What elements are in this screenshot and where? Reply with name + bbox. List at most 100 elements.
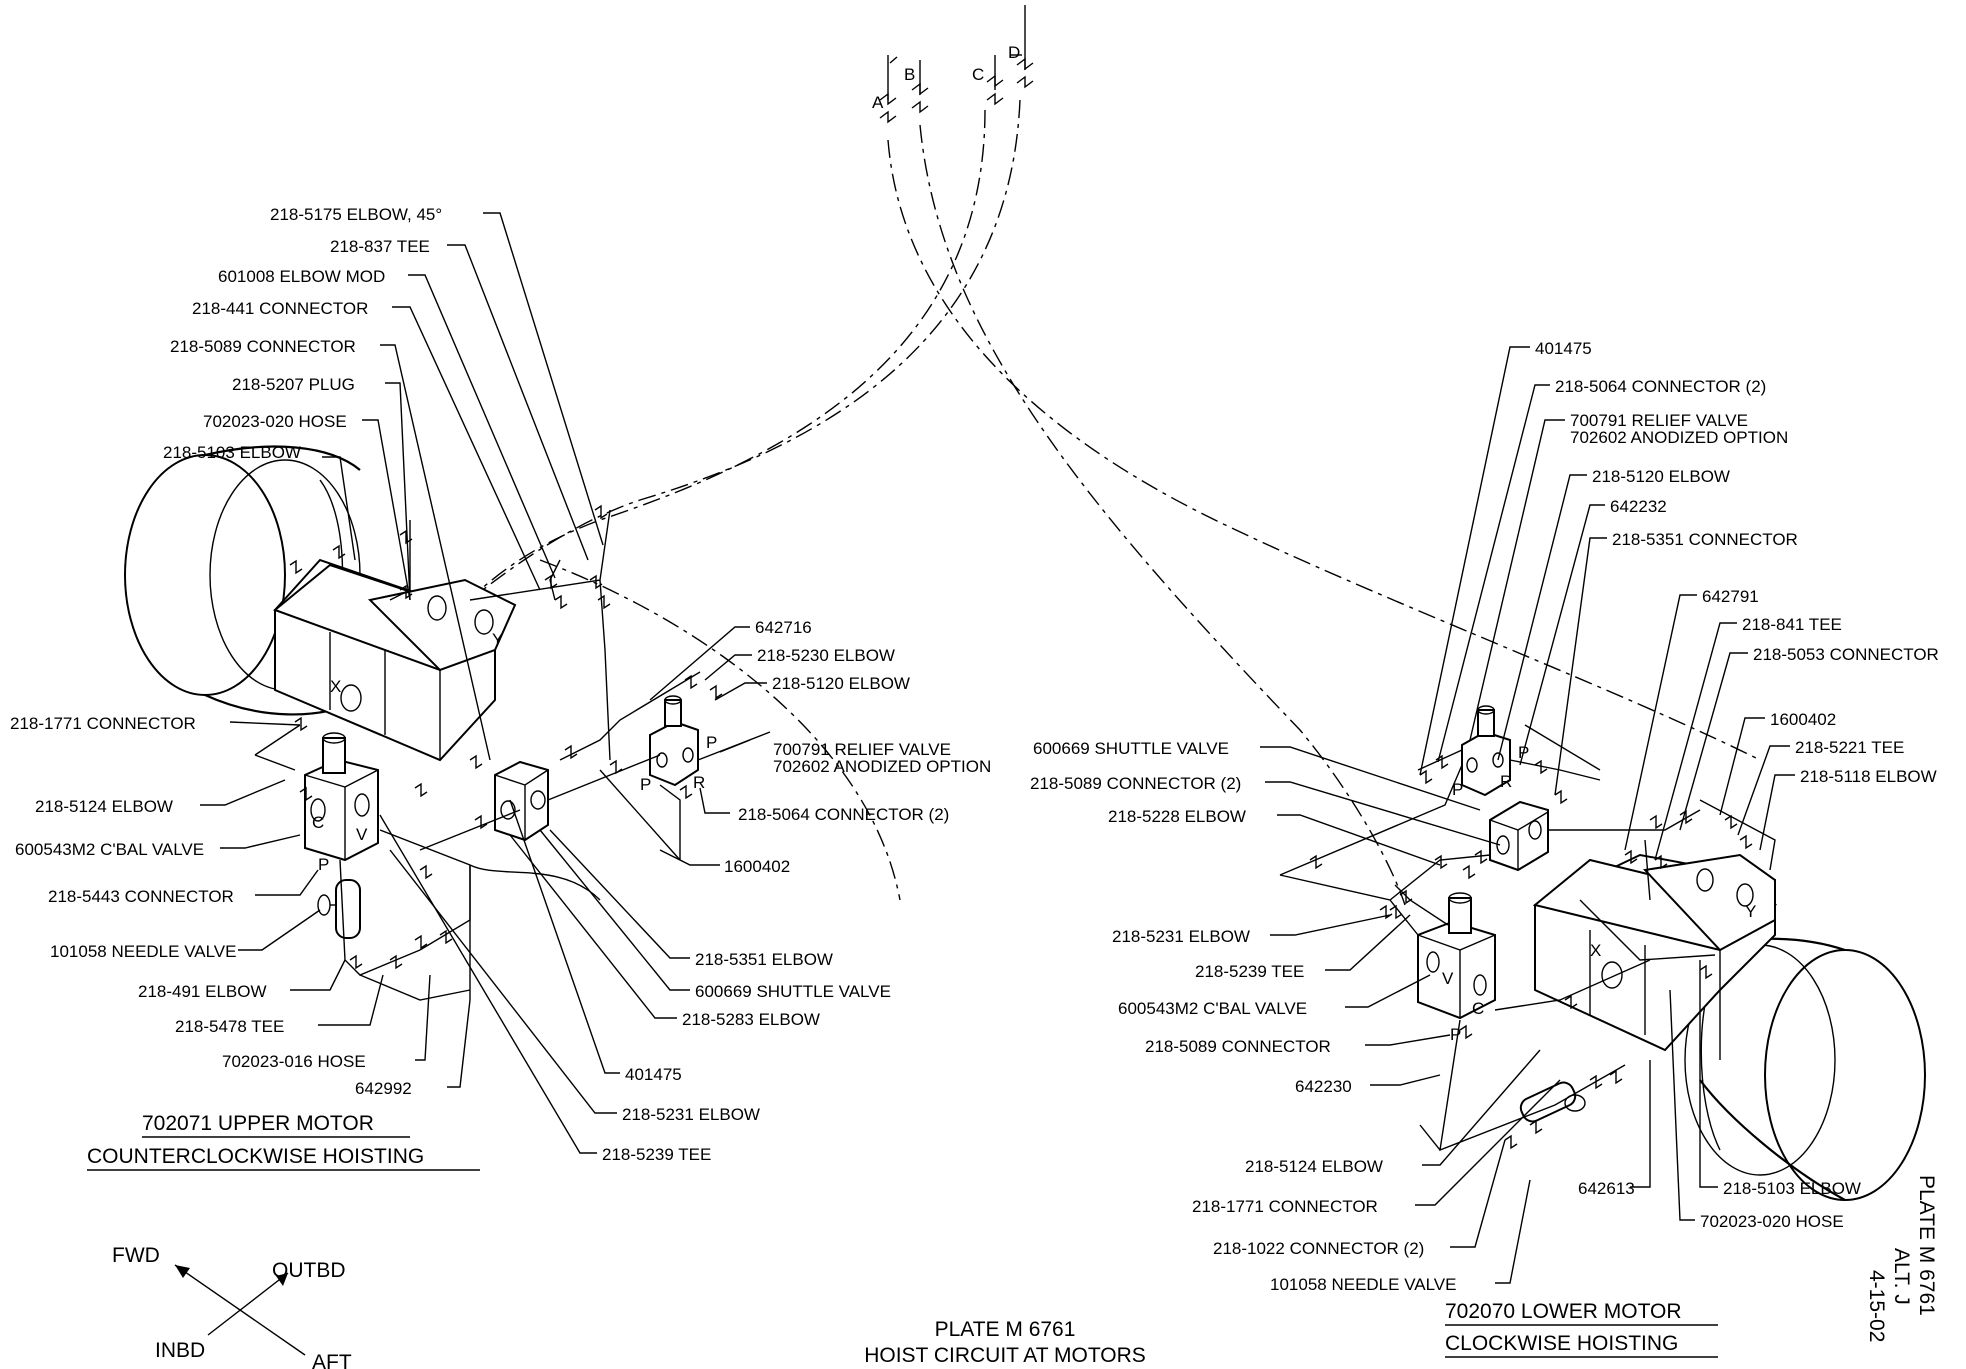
side-plate-number: PLATE M 6761	[1915, 1175, 1938, 1316]
lower-callout-218-841: 218-841 TEE	[1742, 615, 1842, 634]
upper-callout-1600402: 1600402	[724, 857, 790, 876]
hose-letter-a: A	[872, 93, 884, 112]
lower-motor-drum	[1764, 949, 1926, 1201]
upper-callout-218-837: 218-837 TEE	[330, 237, 430, 256]
upper-motor-drum	[124, 454, 286, 696]
lower-callout-218-1771: 218-1771 CONNECTOR	[1192, 1197, 1378, 1216]
upper-callout-700791: 700791 RELIEF VALVE	[773, 740, 951, 759]
upper-callout-218-5478: 218-5478 TEE	[175, 1017, 284, 1036]
upper-relief-valve	[649, 720, 699, 787]
upper-callout-218-491: 218-491 ELBOW	[138, 982, 267, 1001]
upper-callout-702023-016: 702023-016 HOSE	[222, 1052, 366, 1071]
lower-callout-700791: 700791 RELIEF VALVE	[1570, 411, 1748, 430]
upper-callout-702023-020: 702023-020 HOSE	[203, 412, 347, 431]
lower-port-y: Y	[1745, 902, 1756, 921]
upper-port-c: C	[312, 813, 324, 832]
upper-callout-218-1771: 218-1771 CONNECTOR	[10, 714, 196, 733]
lower-callout-642230: 642230	[1295, 1077, 1352, 1096]
lower-callout-642791: 642791	[1702, 587, 1759, 606]
lower-callout-218-1022: 218-1022 CONNECTOR (2)	[1213, 1239, 1424, 1258]
lower-port-v: V	[1442, 969, 1454, 988]
lower-callout-218-5064: 218-5064 CONNECTOR (2)	[1555, 377, 1766, 396]
upper-port-p: P	[318, 855, 329, 874]
lower-callout-218-5221: 218-5221 TEE	[1795, 738, 1904, 757]
lower-callout-218-5239: 218-5239 TEE	[1195, 962, 1304, 981]
upper-callout-642992: 642992	[355, 1079, 412, 1098]
lower-callout-218-5053: 218-5053 CONNECTOR	[1753, 645, 1939, 664]
lower-callout-642613: 642613	[1578, 1179, 1635, 1198]
upper-callout-600543m2: 600543M2 C'BAL VALVE	[15, 840, 204, 859]
side-plate-date: 4-15-02	[1865, 1270, 1888, 1342]
lower-motor-title: 702070 LOWER MOTOR	[1445, 1300, 1682, 1323]
upper-port-p3: P	[640, 775, 651, 794]
compass-outbd: OUTBD	[272, 1259, 346, 1282]
upper-port-p2: P	[706, 733, 717, 752]
plate-title-block: PLATE M 6761 HOIST CIRCUIT AT MOTORS	[864, 1318, 1146, 1367]
lower-fittings	[1309, 754, 1753, 1150]
lower-callout-218-5089-2: 218-5089 CONNECTOR (2)	[1030, 774, 1241, 793]
lower-callout-218-5120: 218-5120 ELBOW	[1592, 467, 1730, 486]
upper-callout-218-5089: 218-5089 CONNECTOR	[170, 337, 356, 356]
upper-callout-218-5231: 218-5231 ELBOW	[622, 1105, 760, 1124]
upper-callout-218-5351: 218-5351 ELBOW	[695, 950, 833, 969]
lower-callout-702602: 702602 ANODIZED OPTION	[1570, 428, 1788, 447]
compass-inbd: INBD	[155, 1339, 205, 1362]
side-plate-alt: ALT. J	[1890, 1248, 1913, 1305]
upper-motor-title: 702071 UPPER MOTOR	[142, 1112, 374, 1135]
lower-needle-valve	[1519, 1081, 1577, 1123]
lower-callout-218-5089: 218-5089 CONNECTOR	[1145, 1037, 1331, 1056]
lower-callout-218-5103: 218-5103 ELBOW	[1723, 1179, 1861, 1198]
lower-port-x: X	[1590, 941, 1601, 960]
upper-callout-642716: 642716	[755, 618, 812, 637]
lower-callout-702023-020: 702023-020 HOSE	[1700, 1212, 1844, 1231]
upper-callout-218-5283: 218-5283 ELBOW	[682, 1010, 820, 1029]
upper-motor-subtitle: COUNTERCLOCKWISE HOISTING	[87, 1145, 424, 1168]
upper-port-y: Y	[492, 630, 503, 649]
hose-letter-b: B	[904, 65, 915, 84]
lower-callout-600669: 600669 SHUTTLE VALVE	[1033, 739, 1229, 758]
lower-port-p3: P	[1452, 780, 1463, 799]
hose-letter-c: C	[972, 65, 984, 84]
orientation-compass: FWD OUTBD INBD AFT	[112, 1244, 352, 1369]
lower-callout-600543m2: 600543M2 C'BAL VALVE	[1118, 999, 1307, 1018]
lower-port-p: P	[1450, 1025, 1461, 1044]
compass-aft: AFT	[312, 1351, 352, 1369]
upper-callout-601008: 601008 ELBOW MOD	[218, 267, 385, 286]
lower-motor-assembly: X Y V C P P P R	[1030, 339, 1939, 1358]
upper-callout-218-441: 218-441 CONNECTOR	[192, 299, 368, 318]
upper-callout-401475: 401475	[625, 1065, 682, 1084]
upper-callout-218-5103: 218-5103 ELBOW	[163, 443, 301, 462]
side-plate-info: PLATE M 6761 ALT. J 4-15-02	[1865, 1175, 1938, 1342]
upper-callout-218-5230: 218-5230 ELBOW	[757, 646, 895, 665]
upper-callout-218-5443: 218-5443 CONNECTOR	[48, 887, 234, 906]
upper-needle-valve	[335, 879, 361, 939]
lower-callout-101058: 101058 NEEDLE VALVE	[1270, 1275, 1457, 1294]
lower-callout-642232: 642232	[1610, 497, 1667, 516]
plate-subtitle: HOIST CIRCUIT AT MOTORS	[864, 1344, 1146, 1367]
lower-callout-218-5351: 218-5351 CONNECTOR	[1612, 530, 1798, 549]
upper-callout-101058: 101058 NEEDLE VALVE	[50, 942, 237, 961]
upper-callout-218-5124: 218-5124 ELBOW	[35, 797, 173, 816]
hose-letter-d: D	[1008, 43, 1020, 62]
upper-fittings	[289, 504, 723, 970]
lower-port-r: R	[1500, 772, 1512, 791]
upper-callout-218-5120: 218-5120 ELBOW	[772, 674, 910, 693]
lower-callout-218-5124: 218-5124 ELBOW	[1245, 1157, 1383, 1176]
lower-port-c: C	[1472, 999, 1484, 1018]
upper-port-v: V	[356, 825, 368, 844]
lower-callout-1600402: 1600402	[1770, 710, 1836, 729]
upper-port-r: R	[693, 773, 705, 792]
supply-hoses: A B C D	[469, 5, 1761, 906]
lower-motor-subtitle: CLOCKWISE HOISTING	[1445, 1332, 1678, 1355]
upper-callout-600669: 600669 SHUTTLE VALVE	[695, 982, 891, 1001]
upper-callout-218-5239: 218-5239 TEE	[602, 1145, 711, 1164]
upper-callout-218-5064: 218-5064 CONNECTOR (2)	[738, 805, 949, 824]
lower-callout-218-5118: 218-5118 ELBOW	[1800, 767, 1937, 786]
upper-motor-assembly: X Y C V P P P R	[10, 205, 991, 1171]
plate-title: PLATE M 6761	[935, 1318, 1076, 1341]
upper-port-x: X	[330, 677, 341, 696]
lower-callout-218-5228: 218-5228 ELBOW	[1108, 807, 1246, 826]
lower-callout-401475: 401475	[1535, 339, 1592, 358]
compass-fwd: FWD	[112, 1244, 160, 1267]
